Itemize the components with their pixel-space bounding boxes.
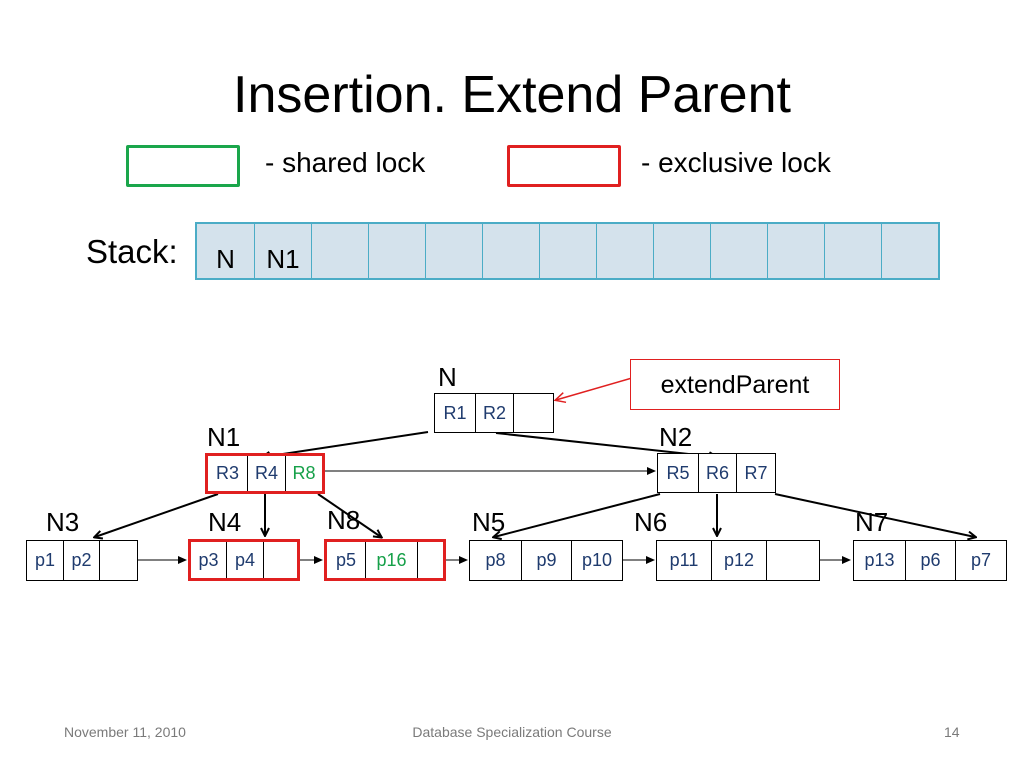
- stack-cell: N1: [254, 224, 311, 278]
- stack-cell: [824, 224, 881, 278]
- node-key: p6: [905, 541, 955, 580]
- footer-date: November 11, 2010: [64, 724, 186, 740]
- stack-cell: [881, 224, 938, 278]
- node-key: p4: [226, 542, 263, 578]
- stack-label: Stack:: [86, 233, 178, 270]
- node-key: p11: [669, 550, 699, 570]
- node-key-new: p16: [365, 542, 417, 578]
- slide-title: Insertion. Extend Parent: [233, 66, 791, 124]
- edge-n2-n7: [774, 493, 975, 537]
- stack-cell: [767, 224, 824, 278]
- node-key: [263, 542, 297, 578]
- edge-n1-n3: [95, 493, 219, 537]
- node-key: p13: [864, 550, 895, 570]
- node-n7: p13 p6 p7: [853, 540, 1007, 581]
- node-key: [99, 541, 137, 580]
- extend-parent-callout: extendParent: [630, 359, 840, 410]
- shared-lock-swatch: [126, 145, 240, 187]
- node-key: R1: [443, 402, 467, 423]
- edge-n2-n5: [494, 493, 661, 537]
- node-key: [513, 394, 553, 432]
- node-key: p5: [335, 549, 357, 570]
- stack-cell: [710, 224, 767, 278]
- node-label-n2: N2: [659, 422, 693, 452]
- stack-cell: [311, 224, 368, 278]
- node-n4: p3 p4: [188, 539, 300, 581]
- node-n8: p5 p16: [324, 539, 446, 581]
- node-label-n4: N4: [208, 507, 242, 537]
- shared-lock-label: - shared lock: [265, 147, 426, 178]
- node-n1: R3 R4 R8: [205, 453, 325, 494]
- node-label-n8: N8: [327, 505, 361, 535]
- stack-cell: N: [216, 244, 235, 274]
- node-n: R1 R2: [434, 393, 554, 433]
- node-key: p12: [711, 541, 766, 580]
- exclusive-lock-label: - exclusive lock: [641, 147, 831, 178]
- node-key: R6: [698, 454, 736, 492]
- node-label-n6: N6: [634, 507, 668, 537]
- node-label-n1: N1: [207, 422, 241, 452]
- node-n6: p11 p12: [656, 540, 820, 581]
- edge-n1-n8: [317, 493, 381, 537]
- stack-cell: [596, 224, 653, 278]
- stack-array: N N1: [195, 222, 940, 280]
- footer-page-number: 14: [944, 724, 960, 740]
- node-key: R7: [736, 454, 775, 492]
- node-key: p9: [521, 541, 571, 580]
- node-key: p7: [955, 541, 1006, 580]
- node-key-new: R8: [285, 456, 322, 491]
- node-label-n5: N5: [472, 507, 506, 537]
- node-key: [766, 541, 819, 580]
- node-n3: p1 p2: [26, 540, 138, 581]
- node-key: [417, 542, 443, 578]
- stack-cell: [653, 224, 710, 278]
- node-key: p10: [571, 541, 622, 580]
- node-key: R5: [666, 462, 690, 483]
- stack-cell: [368, 224, 425, 278]
- node-key: p3: [198, 549, 219, 570]
- edge-n-n1: [263, 431, 429, 457]
- node-key: p2: [63, 541, 99, 580]
- node-label-n3: N3: [46, 507, 80, 537]
- footer-course: Database Specialization Course: [412, 724, 612, 740]
- callout-arrow: [556, 377, 633, 400]
- node-n2: R5 R6 R7: [657, 453, 776, 493]
- node-key: R3: [215, 463, 239, 483]
- exclusive-lock-swatch: [507, 145, 621, 187]
- stack-cell: [425, 224, 482, 278]
- node-key: R2: [475, 394, 513, 432]
- stack-cell: [539, 224, 596, 278]
- node-key: p1: [34, 550, 56, 570]
- stack-cell: [482, 224, 539, 278]
- node-key: R4: [247, 456, 285, 491]
- node-n5: p8 p9 p10: [469, 540, 623, 581]
- node-label-n: N: [438, 362, 457, 392]
- node-key: p8: [485, 550, 506, 570]
- node-label-n7: N7: [855, 507, 889, 537]
